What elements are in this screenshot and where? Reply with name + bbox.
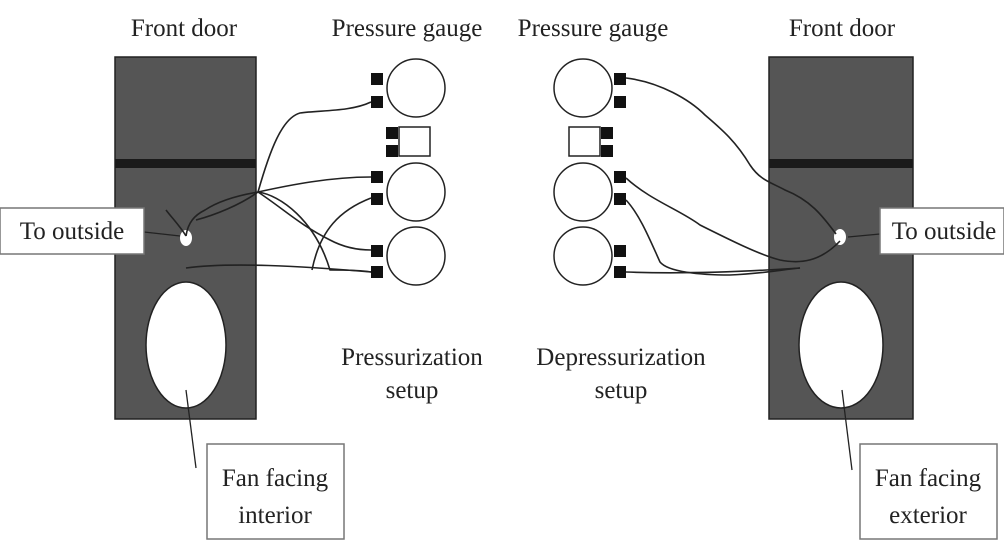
right-gauge-2 — [553, 162, 613, 222]
right-gauge-1 — [553, 58, 613, 118]
right-fan-label-line1: Fan facing — [875, 465, 982, 492]
right-outside-port — [834, 229, 846, 245]
right-outside-label: To outside — [892, 218, 997, 245]
right-gauge-connector — [568, 126, 601, 157]
right-outside-label-box — [879, 207, 1004, 255]
right-gauge-title: Pressure gauge — [518, 15, 669, 42]
right-door-stripe — [769, 159, 913, 168]
left-door-title: Front door — [131, 15, 238, 42]
right-setup-caption-line1: Depressurization — [536, 344, 706, 371]
right-fan-label-line2: exterior — [889, 502, 967, 529]
right-fan-label-box — [859, 443, 998, 540]
left-fan-label-line2: interior — [238, 502, 312, 529]
depressurization-setup: Pressure gauge Front door — [518, 15, 1004, 540]
left-outside-leader — [143, 231, 181, 237]
left-gauge-1 — [386, 58, 446, 118]
right-door-title: Front door — [789, 15, 896, 42]
left-tubes — [165, 101, 372, 273]
left-outside-label: To outside — [20, 218, 125, 245]
left-fan-leader — [185, 389, 197, 469]
right-gauge-ports — [601, 73, 626, 278]
left-door-stripe — [115, 159, 256, 168]
left-fan-opening — [145, 281, 227, 409]
right-outside-leader — [847, 233, 881, 238]
left-fan-label-line1: Fan facing — [222, 465, 329, 492]
right-fan-opening — [798, 281, 884, 409]
right-fan-leader — [841, 389, 853, 471]
right-gauge-3 — [553, 226, 613, 286]
pressurization-setup: Front door Pressure gauge — [0, 15, 483, 540]
right-setup-caption-line2: setup — [595, 377, 648, 404]
left-outside-label-box — [0, 207, 145, 255]
left-fan-label-box — [206, 443, 345, 540]
left-gauge-ports — [371, 73, 398, 278]
left-gauge-title: Pressure gauge — [332, 15, 483, 42]
left-setup-caption-line2: setup — [386, 377, 439, 404]
left-gauge-3 — [386, 226, 446, 286]
right-tubes — [625, 77, 841, 276]
left-setup-caption-line1: Pressurization — [341, 344, 483, 371]
left-gauge-connector — [398, 126, 431, 157]
left-gauge-2 — [386, 162, 446, 222]
left-outside-port — [180, 230, 192, 246]
